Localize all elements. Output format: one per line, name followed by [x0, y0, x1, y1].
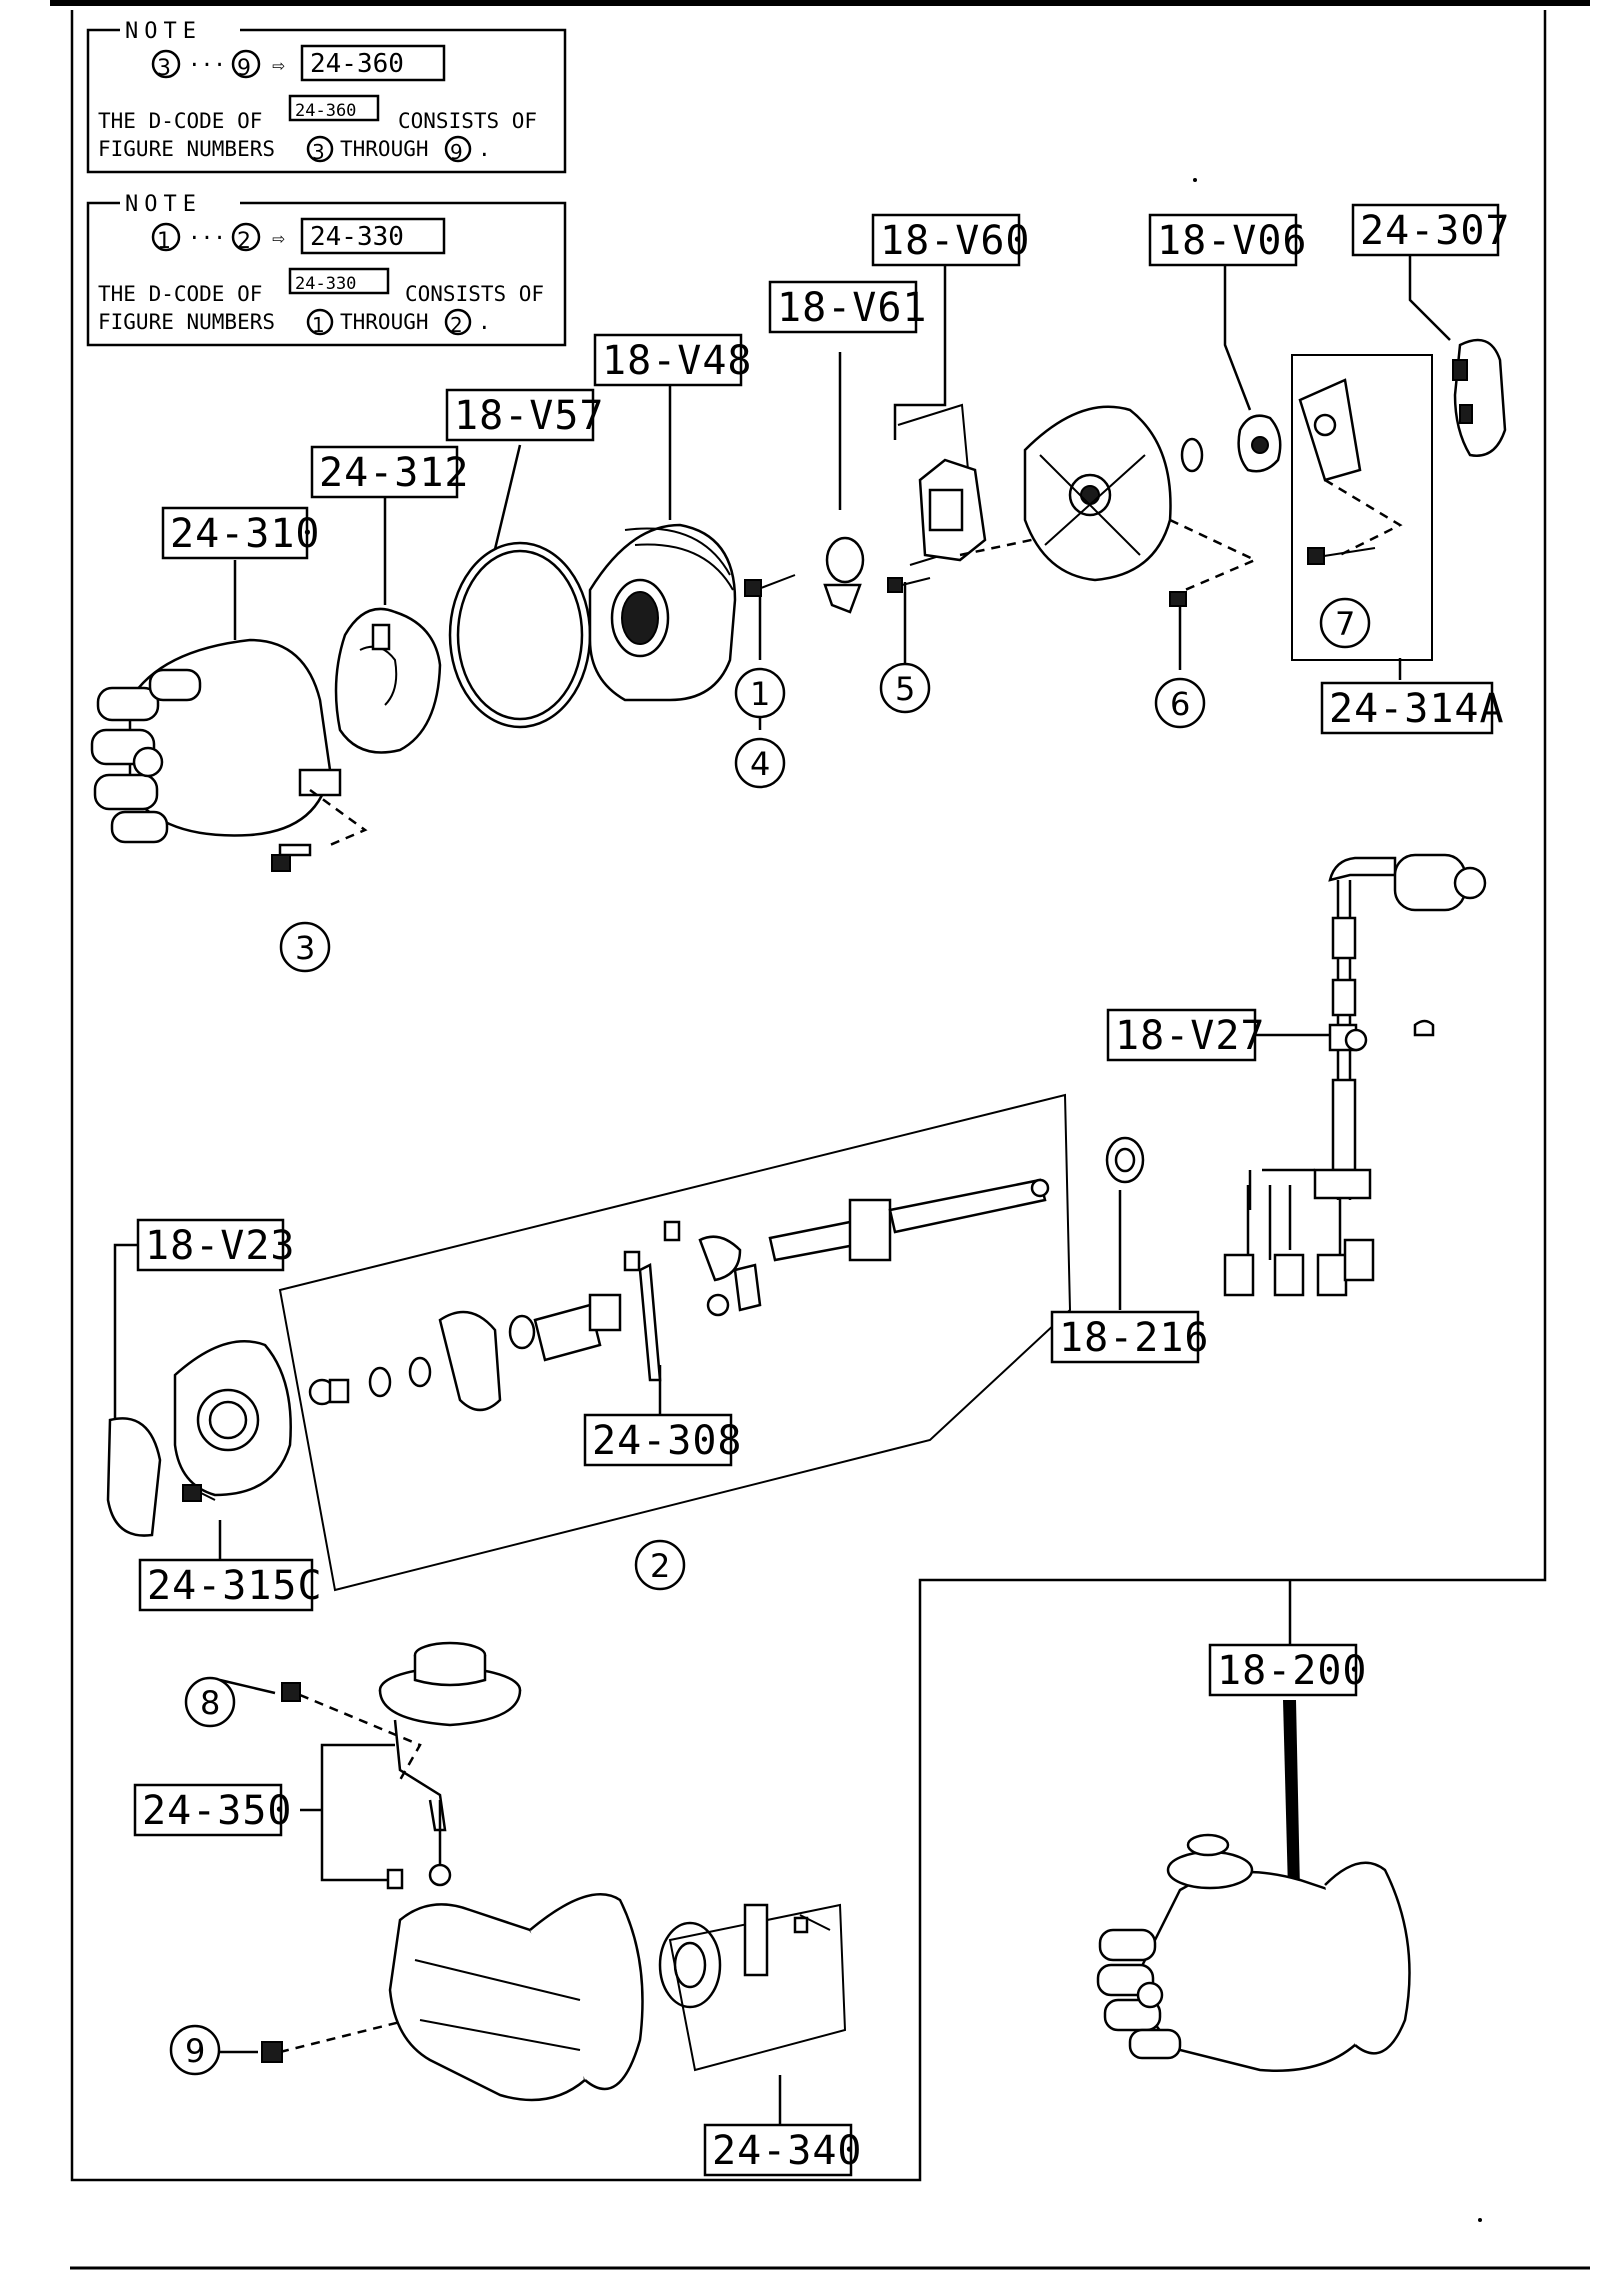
note-2-dots: ···: [188, 226, 226, 250]
top-border-bar: [50, 0, 1590, 6]
note-1-line2-from: 3: [312, 140, 325, 164]
label-24-310: 24-310: [170, 511, 321, 557]
note-2-title: NOTE: [125, 192, 202, 217]
label-24-340: 24-340: [712, 2128, 863, 2174]
washer-drawing: [1180, 414, 1282, 473]
o-ring-drawing: [448, 541, 592, 729]
label-24-350: 24-350: [142, 1788, 293, 1834]
note-2-line2-from: 1: [312, 313, 325, 337]
note-1-from: 3: [157, 56, 171, 81]
note-box-1: NOTE 3 ··· 9 ⇨ 24-360 THE D-CODE OF 24-3…: [86, 18, 567, 174]
wiring-harness-drawing: [1223, 853, 1487, 1297]
note-2-to: 2: [237, 229, 251, 254]
callout-8: 8: [200, 1684, 220, 1722]
note-1-line1-code: 24-360: [295, 101, 356, 121]
speck-1: [1193, 178, 1197, 182]
label-18-200: 18-200: [1217, 1648, 1368, 1694]
label-24-315c: 24-315C: [147, 1563, 323, 1609]
rotor-drawing: [334, 607, 442, 754]
note-1-line2-to: 9: [450, 140, 463, 164]
callout-7: 7: [1335, 605, 1355, 643]
note-1-to: 9: [237, 56, 251, 81]
distributor-housing-drawing: [261, 1893, 847, 2102]
label-24-307: 24-307: [1360, 208, 1511, 254]
note-1-arrow: ⇨: [272, 53, 285, 77]
note-1-line2-pre: FIGURE NUMBERS: [98, 137, 275, 161]
note-2-line2-end: .: [478, 310, 491, 334]
screw-6-drawing: [1169, 591, 1187, 607]
note-2-line1-pre: THE D-CODE OF: [98, 282, 262, 306]
note-2-code: 24-330: [310, 222, 404, 252]
label-18-v61: 18-V61: [777, 285, 928, 331]
callout-6: 6: [1170, 685, 1190, 723]
signal-rotor-drawing: [823, 536, 865, 614]
note-2-line1-code: 24-330: [295, 274, 356, 294]
housing-plate-drawing: [106, 1340, 292, 1537]
label-18-v27: 18-V27: [1115, 1013, 1266, 1059]
grommet-drawing: [1105, 1136, 1145, 1184]
label-18-v60: 18-V60: [880, 218, 1031, 264]
label-18-v48: 18-V48: [602, 338, 753, 384]
callout-4: 4: [750, 745, 770, 783]
callout-2: 2: [650, 1547, 670, 1585]
note-1-line1-post: CONSISTS OF: [398, 109, 537, 133]
note-2-arrow: ⇨: [272, 226, 285, 250]
note-2-line1-post: CONSISTS OF: [405, 282, 544, 306]
note-box-2: NOTE 1 ··· 2 ⇨ 24-330 THE D-CODE OF 24-3…: [86, 191, 567, 347]
callout-5: 5: [895, 670, 915, 708]
note-2-line2-pre: FIGURE NUMBERS: [98, 310, 275, 334]
note-1-code: 24-360: [310, 49, 404, 79]
label-18-v23: 18-V23: [145, 1223, 296, 1269]
callout-circles: 1 2 3 4 5 6 7 8 9: [169, 597, 1371, 2076]
bracket-group-drawing: [1291, 354, 1433, 661]
assembled-distributor-drawing: [1096, 1700, 1411, 2072]
note-2-line2-mid: THROUGH: [340, 310, 429, 334]
note-1-dots: ···: [188, 53, 226, 77]
callout-1: 1: [750, 675, 770, 713]
callout-3: 3: [295, 929, 315, 967]
main-outline: [70, 10, 1547, 2182]
shaft-assembly-drawing: [278, 1093, 1072, 1592]
note-1-line1-pre: THE D-CODE OF: [98, 109, 262, 133]
speck-2: [1478, 2218, 1482, 2222]
governor-part-drawing: [1452, 338, 1507, 457]
screw-1-4-drawing: [744, 574, 796, 597]
label-18-v06: 18-V06: [1157, 218, 1308, 264]
label-18-v57: 18-V57: [454, 393, 605, 439]
note-2-line2-to: 2: [450, 313, 463, 337]
note-1-line2-end: .: [478, 137, 491, 161]
label-24-314a: 24-314A: [1329, 686, 1505, 732]
pickup-coil-drawing: [897, 403, 1056, 566]
note-1-line2-mid: THROUGH: [340, 137, 429, 161]
screw-5-drawing: [887, 577, 931, 593]
part-label-boxes: 24-310 24-312 18-V57 18-V48 18-V61 18-V6…: [133, 203, 1511, 2177]
distributor-cap-drawing: [90, 638, 368, 872]
label-24-312: 24-312: [319, 450, 470, 496]
label-18-216: 18-216: [1059, 1315, 1210, 1361]
vacuum-advance-drawing: [281, 1641, 522, 1890]
breaker-plate-drawing: [1023, 405, 1259, 592]
shield-drawing: [588, 523, 737, 702]
callout-9: 9: [185, 2032, 205, 2070]
note-1-title: NOTE: [125, 19, 202, 44]
note-2-from: 1: [157, 229, 171, 254]
label-24-308: 24-308: [592, 1418, 743, 1464]
